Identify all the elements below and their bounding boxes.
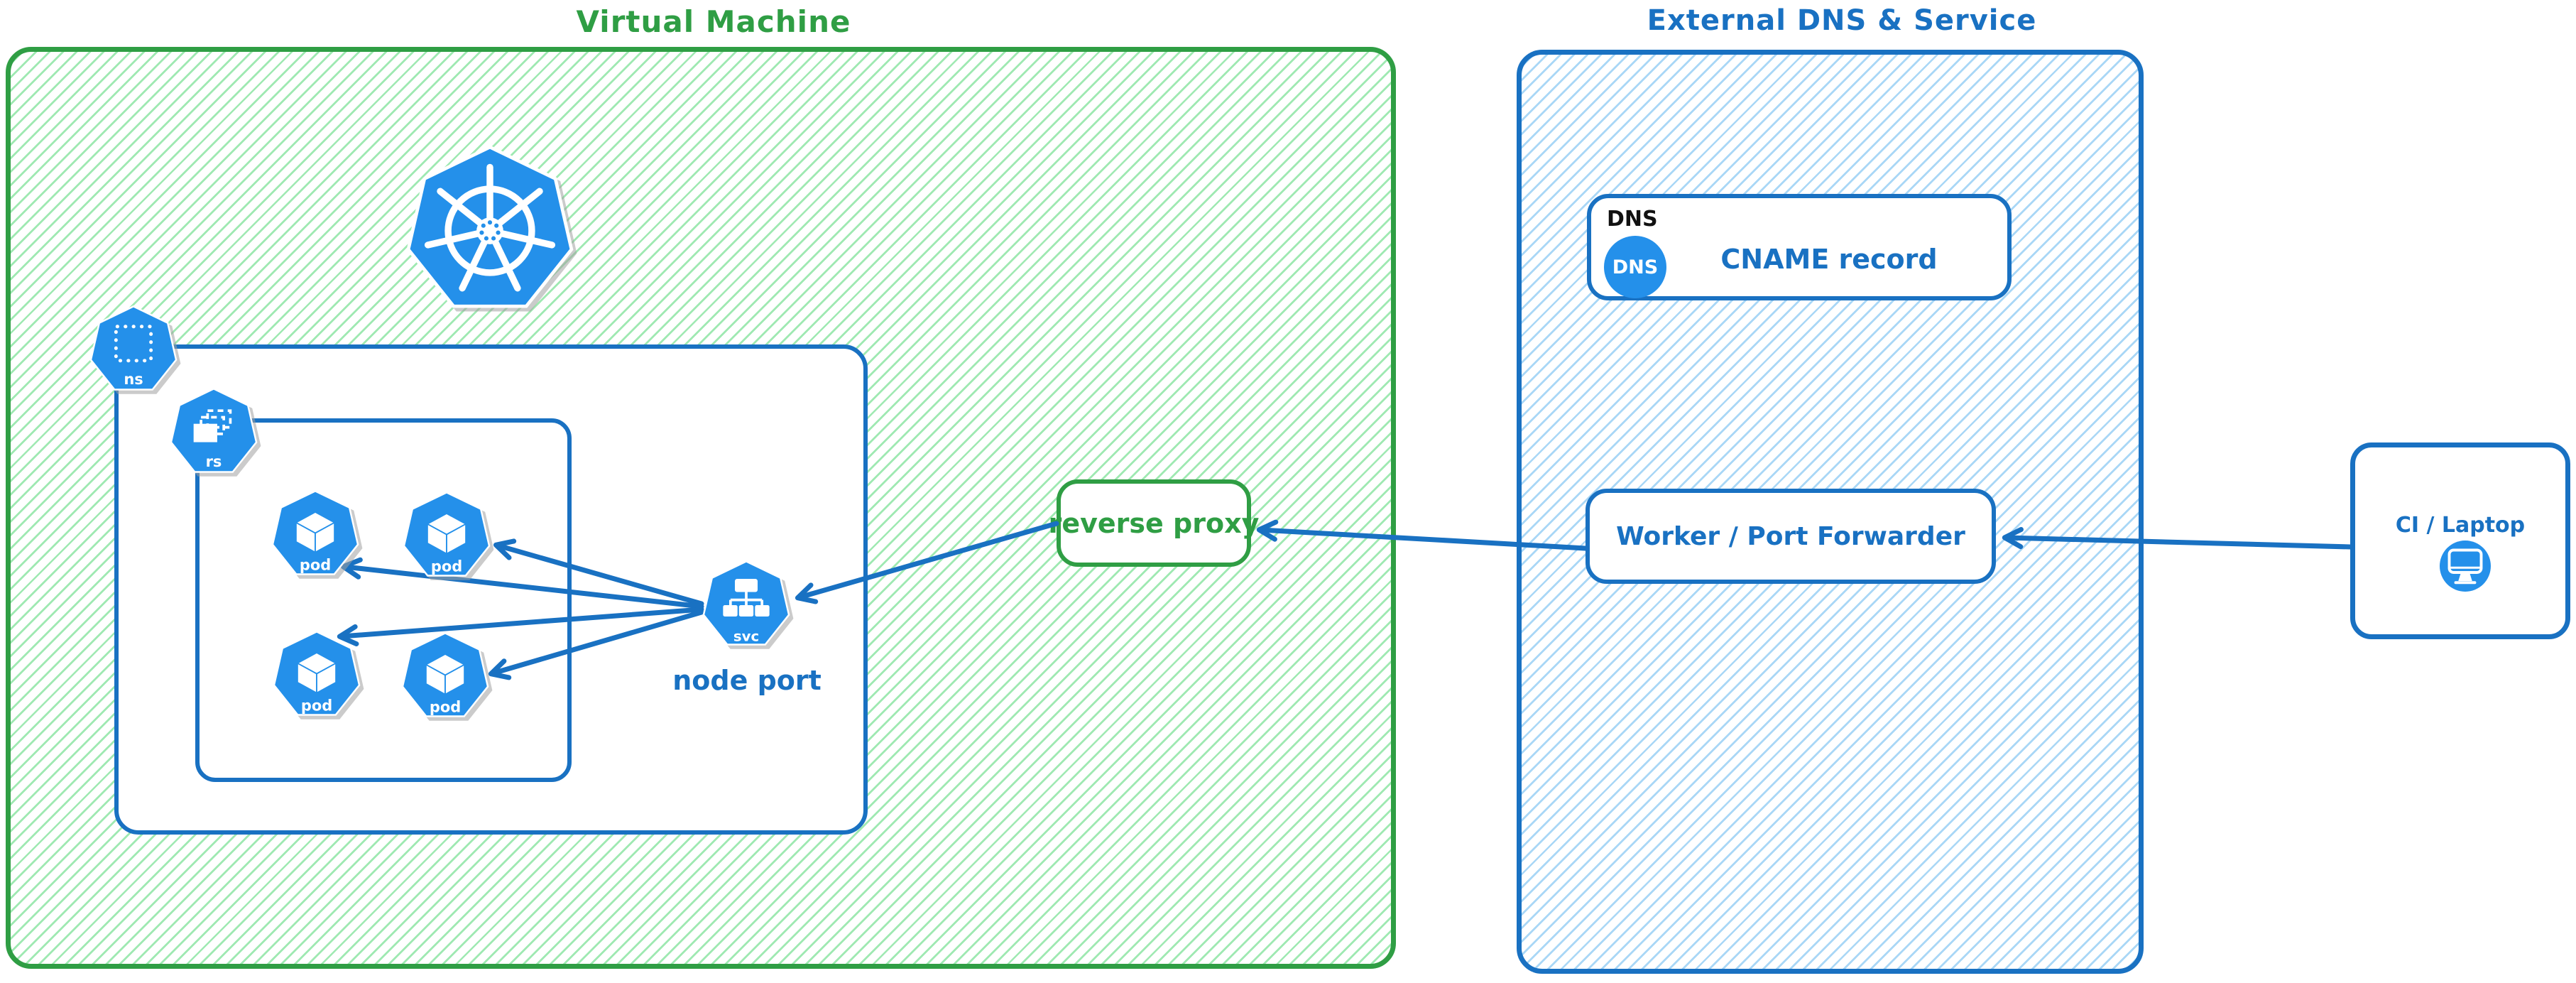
cube-icon [295, 651, 338, 695]
worker-port-forwarder-box: Worker / Port Forwarder [1586, 489, 1996, 584]
cube-icon [424, 653, 466, 696]
pod-2-label: pod [431, 558, 462, 575]
ci-laptop-label: CI / Laptop [2395, 513, 2526, 538]
pod-4-label: pod [430, 698, 461, 715]
pod-3-label: pod [301, 697, 332, 714]
dns-icon-text: DNS [1612, 256, 1659, 278]
dns-record-box: DNS DNS CNAME record [1587, 194, 2012, 300]
replicaset-icon: rs [170, 388, 258, 473]
worker-port-forwarder-label: Worker / Port Forwarder [1616, 521, 1965, 551]
service-icon-label: svc [733, 629, 759, 645]
replicaset-icon-label: rs [206, 453, 222, 470]
dns-icon: DNS [1604, 236, 1666, 298]
service-tree-icon [723, 579, 770, 617]
monitor-icon [2447, 548, 2483, 585]
ci-laptop-box: CI / Laptop [2350, 442, 2570, 639]
pod-4-icon: pod [401, 632, 489, 717]
service-icon: svc [702, 560, 790, 646]
pod-2-icon: pod [403, 492, 491, 577]
kubernetes-logo-icon [406, 145, 574, 308]
reverse-proxy-label: reverse proxy [1048, 507, 1260, 539]
cube-icon [425, 512, 468, 555]
namespace-icon-label: ns [124, 371, 143, 388]
reverse-proxy-box: reverse proxy [1049, 479, 1259, 567]
namespace-icon: ns [89, 305, 178, 391]
node-port-caption: node port [672, 665, 822, 696]
pod-1-label: pod [300, 556, 331, 573]
external-dns-title: External DNS & Service [1647, 4, 2037, 37]
cname-record-label: CNAME record [1720, 244, 1938, 275]
virtual-machine-title: Virtual Machine [576, 4, 851, 39]
dns-tag: DNS [1607, 207, 1658, 232]
pod-3-icon: pod [273, 631, 361, 716]
helm-wheel [424, 163, 556, 292]
pod-1-icon: pod [271, 490, 359, 575]
cube-icon [294, 511, 337, 554]
laptop-icon [2440, 541, 2491, 592]
